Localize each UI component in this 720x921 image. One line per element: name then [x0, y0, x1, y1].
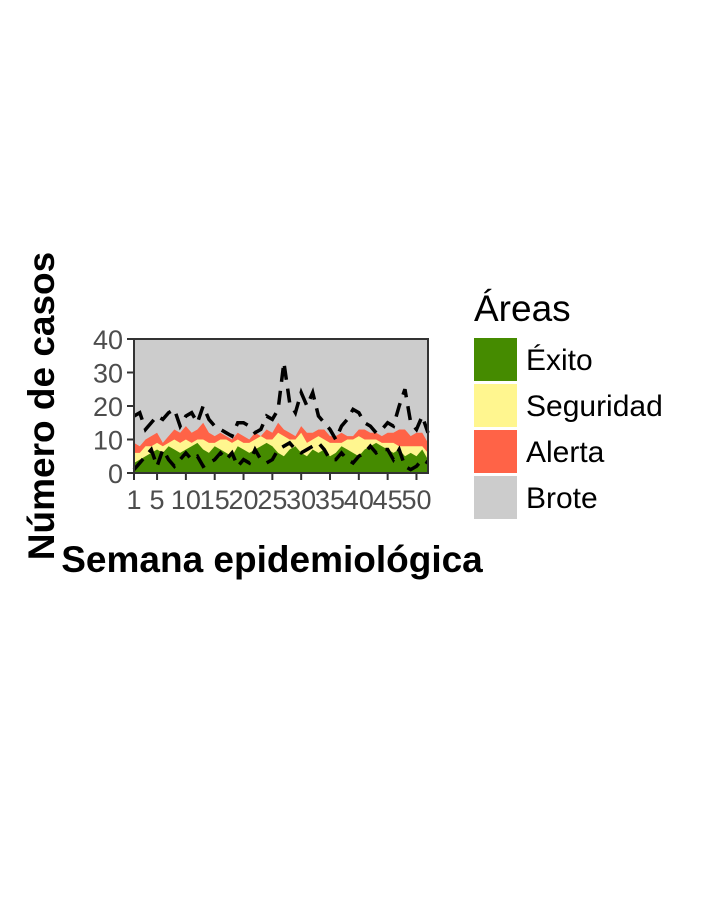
y-axis-title: Número de casos — [21, 252, 62, 560]
x-tick-label: 20 — [229, 485, 259, 515]
y-tick-label: 0 — [108, 459, 123, 489]
x-tick-label: 25 — [257, 485, 287, 515]
x-tick-label: 35 — [315, 485, 345, 515]
area-exito — [134, 442, 428, 473]
x-tick-label: 5 — [150, 485, 165, 515]
line-casos — [132, 440, 429, 472]
x-tick-label: 30 — [286, 485, 316, 515]
legend-swatch-exito — [474, 338, 517, 381]
y-tick-label: 10 — [93, 426, 123, 456]
legend-label-exito: Éxito — [526, 344, 593, 377]
legend-swatch-seguridad — [474, 384, 517, 427]
y-tick-label: 20 — [93, 392, 123, 422]
legend-label-brote: Brote — [526, 482, 598, 515]
x-tick-label: 40 — [344, 485, 374, 515]
x-tick-label: 10 — [171, 485, 201, 515]
x-tick-label: 50 — [401, 485, 431, 515]
legend-label-seguridad: Seguridad — [526, 390, 663, 423]
x-axis-title: Semana epidemiológica — [61, 539, 483, 580]
y-tick-label: 40 — [93, 325, 123, 355]
x-tick-label: 45 — [373, 485, 403, 515]
y-tick-label: 30 — [93, 359, 123, 389]
line-series-group — [132, 362, 430, 472]
legend-label-alerta: Alerta — [526, 436, 605, 469]
x-tick-label: 1 — [126, 485, 141, 515]
legend-swatch-alerta — [474, 430, 517, 473]
legend-swatch-brote — [474, 476, 517, 519]
legend-title: Áreas — [474, 288, 571, 329]
x-tick-label: 15 — [200, 485, 230, 515]
